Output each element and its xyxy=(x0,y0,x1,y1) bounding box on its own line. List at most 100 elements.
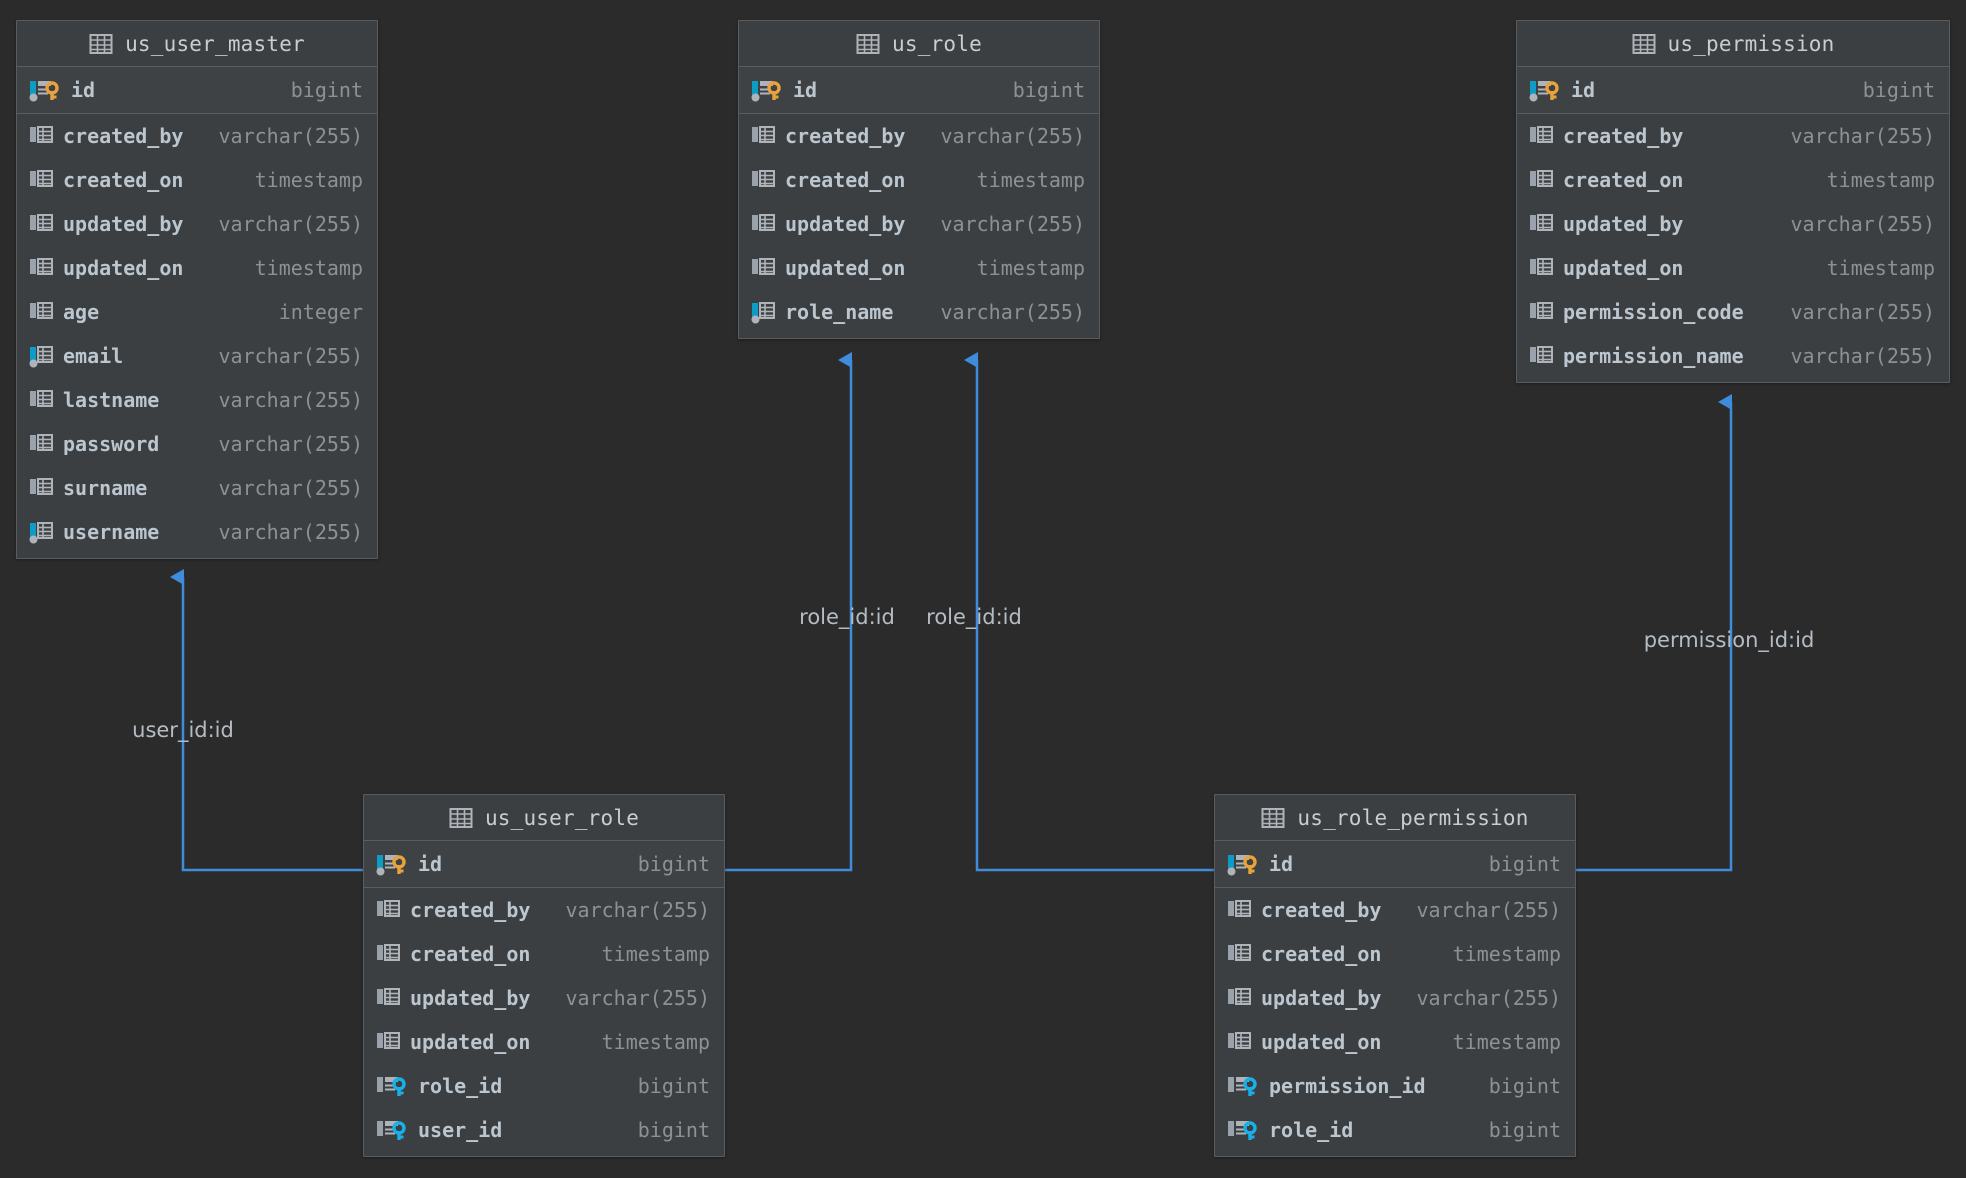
column-type: timestamp xyxy=(1452,1030,1561,1054)
column-type: timestamp xyxy=(1826,168,1935,192)
column-name: created_by xyxy=(410,898,531,922)
column-type: bigint xyxy=(637,852,710,876)
column-row[interactable]: surname varchar(255) xyxy=(17,466,377,510)
column-type: varchar(255) xyxy=(218,476,364,500)
column-name: id xyxy=(1571,78,1596,102)
column-row[interactable]: created_on timestamp xyxy=(1517,158,1949,202)
table-header-us_role[interactable]: us_role xyxy=(739,21,1099,67)
column-type: varchar(255) xyxy=(940,124,1086,148)
column-row[interactable]: role_name varchar(255) xyxy=(739,290,1099,334)
table-header-us_permission[interactable]: us_permission xyxy=(1517,21,1949,67)
column-icon xyxy=(30,258,53,275)
column-name: updated_by xyxy=(785,212,906,236)
column-icon xyxy=(30,434,53,451)
column-type: bigint xyxy=(1488,1074,1561,1098)
column-name: id xyxy=(71,78,96,102)
table-title: us_permission xyxy=(1667,31,1835,56)
column-type: varchar(255) xyxy=(218,124,364,148)
column-row[interactable]: age integer xyxy=(17,290,377,334)
column-type: integer xyxy=(278,300,363,324)
column-name: updated_by xyxy=(1261,986,1382,1010)
column-icon xyxy=(751,302,775,324)
column-name: age xyxy=(63,300,100,324)
foreign-key-icon xyxy=(1228,1121,1257,1140)
table-grid-icon xyxy=(1632,33,1656,54)
column-type: bigint xyxy=(637,1074,710,1098)
column-icon xyxy=(377,1032,400,1049)
column-name: updated_on xyxy=(410,1030,531,1054)
column-icon xyxy=(377,988,400,1005)
column-icon xyxy=(30,126,53,143)
primary-key-icon xyxy=(376,855,406,876)
table-grid-icon xyxy=(856,33,880,54)
column-icon xyxy=(377,900,400,917)
column-name: id xyxy=(793,78,818,102)
column-type: varchar(255) xyxy=(218,212,364,236)
column-icon xyxy=(1530,346,1553,363)
relationship-label-role-id-to-role-right: role_id:id xyxy=(926,605,1022,629)
table-title: us_role xyxy=(892,31,982,56)
column-name: permission_name xyxy=(1563,344,1744,368)
column-name: password xyxy=(63,432,160,456)
column-icon xyxy=(30,214,53,231)
table-header-us_user_role[interactable]: us_user_role xyxy=(364,795,724,841)
column-icon xyxy=(30,170,53,187)
table-grid-icon xyxy=(449,807,473,828)
column-icon xyxy=(29,522,53,544)
column-icon xyxy=(1530,302,1553,319)
foreign-key-icon xyxy=(377,1077,406,1096)
column-name: role_id xyxy=(418,1074,503,1098)
column-name: role_name xyxy=(785,300,894,324)
column-name: user_id xyxy=(418,1118,503,1142)
column-name: surname xyxy=(63,476,148,500)
column-type: timestamp xyxy=(254,168,363,192)
table-header-us_role_permission[interactable]: us_role_permission xyxy=(1215,795,1575,841)
table-header-us_user_master[interactable]: us_user_master xyxy=(17,21,377,67)
column-type: varchar(255) xyxy=(940,300,1086,324)
column-row[interactable]: role_id bigint xyxy=(364,1064,724,1108)
column-name: created_on xyxy=(1563,168,1684,192)
